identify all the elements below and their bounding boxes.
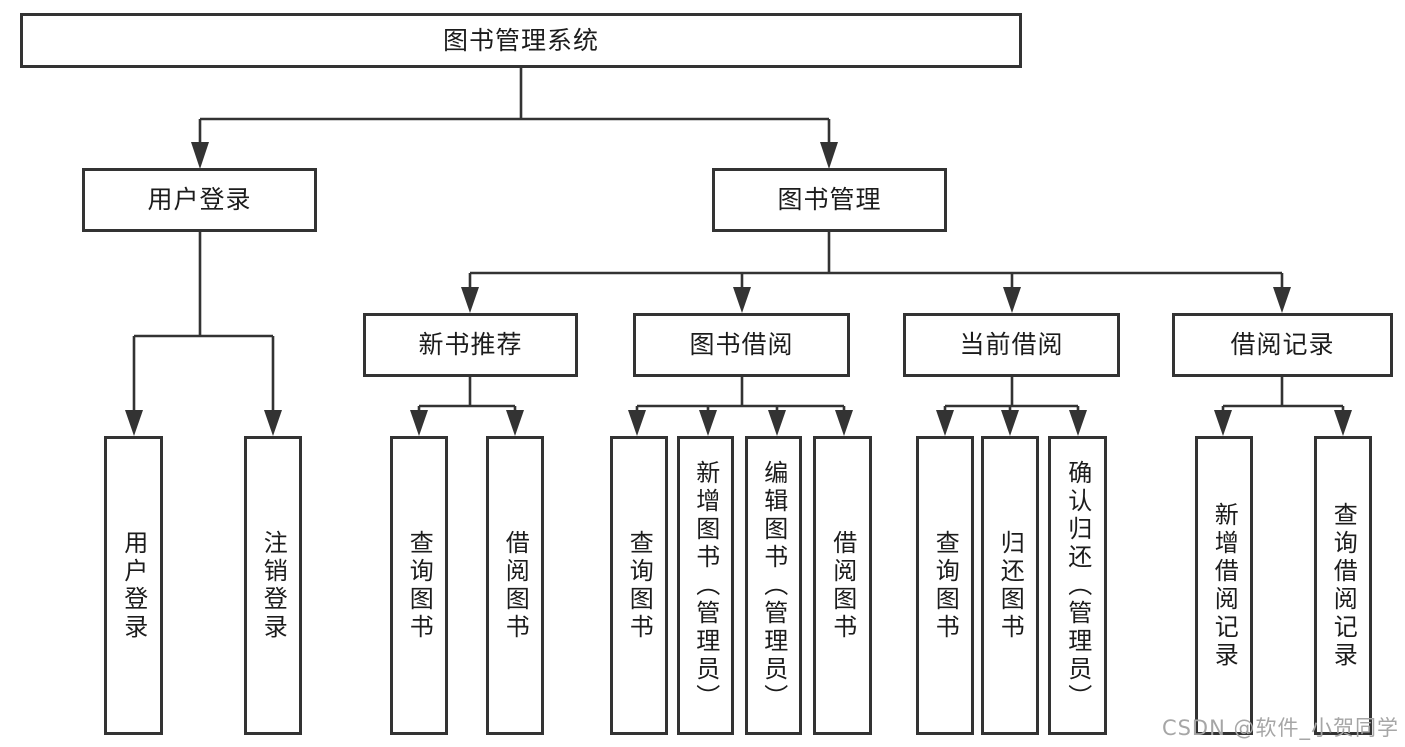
arrowhead-icon: [410, 410, 428, 436]
leaf-query-books-recommend: 查询图书: [390, 436, 448, 735]
leaf-query-borrow-record: 查询借阅记录: [1314, 436, 1372, 735]
arrowhead-icon: [936, 410, 954, 436]
arrowhead-icon: [191, 142, 209, 169]
node-label: 当前借阅: [959, 330, 1064, 359]
node-label: 编辑图书（管理员）: [759, 459, 788, 712]
node-label: 确认归还（管理员）: [1063, 459, 1092, 712]
arrowhead-icon: [820, 142, 838, 169]
node-label: 新增借阅记录: [1210, 501, 1239, 670]
leaf-return-book: 归还图书: [981, 436, 1039, 735]
leaf-borrow-books-borrow: 借阅图书: [813, 436, 872, 735]
arrowhead-icon: [1003, 287, 1021, 313]
node-label: 用户登录: [147, 185, 252, 214]
node-label: 用户登录: [119, 529, 148, 642]
node-label: 图书管理: [777, 185, 882, 214]
arrowhead-icon: [699, 410, 717, 436]
arrowhead-icons: [125, 142, 1352, 436]
arrowhead-icon: [733, 287, 751, 313]
node-label: 图书管理系统: [442, 25, 599, 55]
node-new-book-recommend: 新书推荐: [363, 313, 578, 377]
node-label: 查询借阅记录: [1329, 501, 1358, 670]
arrowhead-icon: [628, 410, 646, 436]
node-label: 借阅图书: [828, 529, 857, 642]
node-label: 新增图书（管理员）: [691, 459, 720, 712]
arrowhead-icon: [1273, 287, 1291, 313]
arrowhead-icon: [1334, 410, 1352, 436]
node-user-login: 用户登录: [82, 168, 317, 232]
arrowhead-icon: [125, 410, 143, 436]
node-label: 查询图书: [931, 529, 960, 642]
node-label: 新书推荐: [418, 330, 523, 359]
leaf-query-books-borrow: 查询图书: [610, 436, 668, 735]
node-label: 查询图书: [625, 529, 654, 642]
leaf-user-login: 用户登录: [104, 436, 163, 735]
node-borrow-records: 借阅记录: [1172, 313, 1393, 377]
csdn-watermark: CSDN @软件_小贺同学: [1161, 716, 1399, 740]
leaf-edit-book-admin: 编辑图书（管理员）: [745, 436, 802, 735]
node-label: 注销登录: [259, 529, 288, 642]
arrowhead-icon: [768, 410, 786, 436]
node-book-management: 图书管理: [712, 168, 947, 232]
leaf-add-borrow-record: 新增借阅记录: [1195, 436, 1253, 735]
arrowhead-icon: [835, 410, 853, 436]
leaf-confirm-return-admin: 确认归还（管理员）: [1048, 436, 1107, 735]
leaf-add-book-admin: 新增图书（管理员）: [677, 436, 734, 735]
arrowhead-icon: [1214, 410, 1232, 436]
node-label: 图书借阅: [689, 330, 794, 359]
leaf-logout: 注销登录: [244, 436, 302, 735]
leaf-query-books-current: 查询图书: [916, 436, 974, 735]
node-current-borrow: 当前借阅: [903, 313, 1120, 377]
arrowhead-icon: [506, 410, 524, 436]
node-label: 查询图书: [405, 529, 434, 642]
arrowhead-icon: [264, 410, 282, 436]
leaf-borrow-books-recommend: 借阅图书: [486, 436, 544, 735]
node-label: 借阅记录: [1230, 330, 1335, 359]
node-book-borrow: 图书借阅: [633, 313, 850, 377]
arrowhead-icon: [461, 287, 479, 313]
node-label: 借阅图书: [501, 529, 530, 642]
arrowhead-icon: [1001, 410, 1019, 436]
node-label: 归还图书: [996, 529, 1025, 642]
node-library-system: 图书管理系统: [20, 13, 1022, 68]
arrowhead-icon: [1069, 410, 1087, 436]
